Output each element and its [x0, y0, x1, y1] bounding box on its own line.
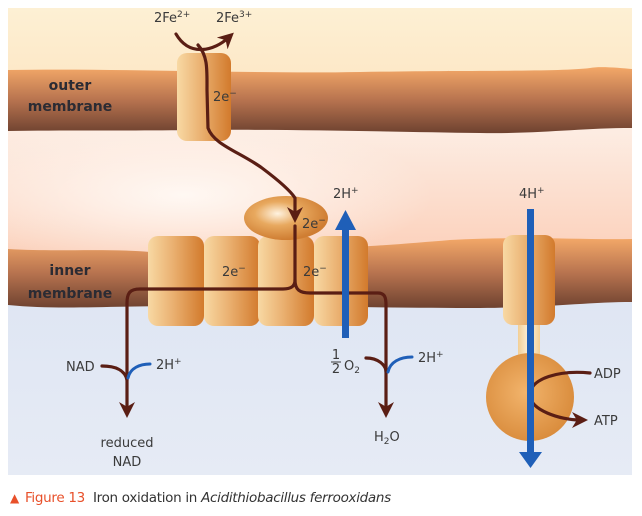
nad-proton-label: 2H+	[156, 357, 182, 373]
cytochrome-cap	[244, 196, 328, 240]
svg-text:1: 1	[332, 348, 340, 363]
atp-proton-arrow-shaft	[527, 209, 534, 459]
fe2-label: 2Fe2+	[154, 10, 190, 26]
complex-subunit-3	[258, 236, 314, 326]
iron-oxidation-diagram: outer membrane inner membrane 2Fe2+ 2Fe3…	[8, 8, 632, 475]
oxygen-proton-label: 2H+	[418, 350, 444, 366]
atp-proton-arrow-head	[519, 452, 542, 468]
half-oxygen-label: 1 2 O2	[331, 348, 360, 377]
nad-label: NAD	[66, 360, 95, 375]
electron-path-outer	[196, 43, 303, 223]
reduced-nad-label-line2: NAD	[113, 455, 142, 470]
figure-number: Figure 13	[24, 490, 85, 506]
water-label: H2O	[374, 430, 400, 447]
oxygen-input-arrow	[364, 356, 388, 374]
proton-pump-arrow-head	[335, 210, 356, 230]
complex-subunit-1	[148, 236, 204, 326]
adp-label: ADP	[594, 367, 621, 382]
atp-label: ATP	[594, 414, 618, 429]
electron-label-complex-left: 2e−	[222, 264, 246, 280]
electron-label-complex-right: 2e−	[303, 264, 327, 280]
caption-text: Iron oxidation in	[92, 490, 202, 506]
proton-pump-label: 2H+	[333, 186, 359, 202]
outer-membrane-protein	[177, 53, 231, 141]
inner-membrane-label-line1: inner	[49, 263, 90, 279]
outer-membrane	[8, 67, 632, 134]
electron-path-oxygen	[293, 278, 394, 418]
nad-input-arrow	[100, 364, 129, 382]
svg-text:2: 2	[332, 362, 340, 377]
inner-membrane-label-line2: membrane	[28, 286, 113, 302]
outer-membrane-label-line1: outer	[49, 78, 92, 94]
outer-membrane-label-line2: membrane	[28, 99, 113, 115]
electron-label-outer: 2e−	[213, 89, 237, 105]
oxygen-proton-input	[386, 355, 414, 374]
nad-proton-input	[126, 362, 152, 380]
atp-proton-label: 4H+	[519, 186, 545, 202]
complex-subunit-4	[314, 236, 368, 326]
reduced-nad-label-line1: reduced	[101, 436, 154, 451]
complex-subunit-2	[204, 236, 260, 326]
electron-label-cap: 2e−	[302, 216, 326, 232]
proton-pump-arrow-shaft	[342, 226, 349, 338]
fe3-label: 2Fe3+	[216, 10, 252, 26]
svg-text:O2: O2	[344, 359, 360, 376]
figure-caption: ▲ Figure 13 Iron oxidation in Acidithiobac…	[10, 490, 391, 506]
caption-triangle-icon: ▲	[10, 491, 19, 505]
caption-organism: Acidithiobacillus ferrooxidans	[201, 490, 391, 506]
